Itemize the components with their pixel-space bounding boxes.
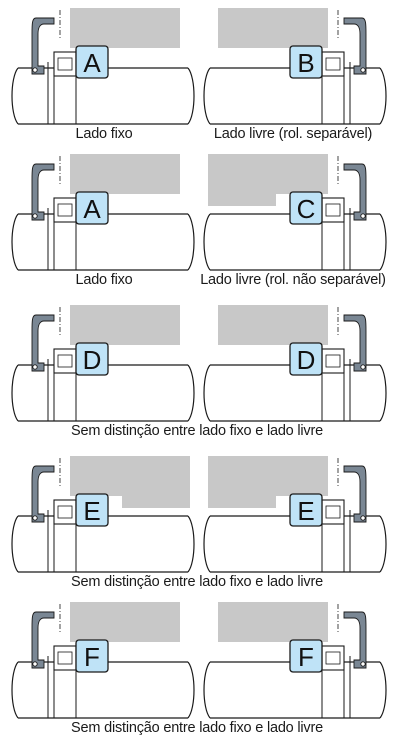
housing — [218, 602, 328, 642]
arrangement-symbol-label: B — [297, 48, 314, 78]
arrangement-symbol-label: E — [297, 496, 314, 526]
bearing-panel-left: F — [11, 602, 195, 719]
caption-label: Lado fixo — [75, 272, 133, 288]
end-cover — [31, 163, 55, 221]
end-cover — [343, 465, 367, 523]
bearing-assembly — [11, 305, 195, 422]
arrangement-symbol-label: F — [298, 642, 314, 672]
bearing — [53, 348, 77, 421]
caption-label: Sem distinção entre lado fixo e lado liv… — [71, 720, 323, 736]
shaft — [203, 359, 387, 422]
housing — [218, 305, 328, 345]
bearing — [53, 51, 77, 124]
arrangement-symbol-label: E — [83, 496, 100, 526]
bearing-panel-right: E — [203, 456, 387, 573]
bearing — [321, 51, 345, 124]
housing — [70, 154, 180, 194]
bearing-assembly — [11, 8, 195, 125]
arrangement-symbol-box: A — [75, 45, 109, 79]
end-cover — [343, 314, 367, 372]
housing — [70, 8, 180, 48]
housing — [218, 8, 328, 48]
bearing-assembly — [11, 602, 195, 719]
arrangement-symbol-box: B — [289, 45, 323, 79]
caption-label: Lado livre (rol. separável) — [213, 126, 373, 142]
arrangement-symbol-label: C — [297, 194, 316, 224]
arrangement-symbol-label: F — [84, 642, 100, 672]
caption-label: Sem distinção entre lado fixo e lado liv… — [71, 423, 323, 439]
housing — [70, 602, 180, 642]
caption-label: Lado fixo — [75, 126, 133, 142]
bearing — [53, 645, 77, 718]
bearing-panel-left: D — [11, 305, 195, 422]
arrangement-symbol-label: D — [297, 345, 316, 375]
bearing — [321, 197, 345, 270]
housing — [70, 305, 180, 345]
bearing-panel-left: A — [11, 8, 195, 125]
arrangement-symbol-box: A — [75, 191, 109, 225]
bearing — [53, 197, 77, 270]
arrangement-symbol-box: C — [289, 191, 323, 225]
arrangement-symbol-label: D — [83, 345, 102, 375]
bearing-panel-right: F — [203, 602, 387, 719]
end-cover — [31, 17, 55, 75]
bearing — [321, 645, 345, 718]
end-cover — [343, 163, 367, 221]
arrangement-symbol-box: D — [75, 342, 109, 376]
arrangement-symbol-box: E — [75, 493, 109, 527]
bearing-assembly — [203, 8, 387, 125]
arrangement-symbol-label: A — [83, 48, 101, 78]
end-cover — [31, 465, 55, 523]
bearing — [53, 499, 77, 572]
end-cover — [31, 314, 55, 372]
end-cover — [343, 17, 367, 75]
bearing-panel-right: D — [203, 305, 387, 422]
bearing-panel-left: A — [11, 154, 195, 271]
end-cover — [31, 611, 55, 669]
bearing-panel-left: E — [11, 456, 195, 573]
bearing-panel-right: C — [203, 154, 387, 271]
bearing — [321, 499, 345, 572]
bearing — [321, 348, 345, 421]
arrangement-symbol-label: A — [83, 194, 101, 224]
arrangement-symbol-box: E — [289, 493, 323, 527]
arrangement-symbol-box: D — [289, 342, 323, 376]
bearing-assembly — [11, 154, 195, 271]
bearing-panel-right: B — [203, 8, 387, 125]
arrangement-symbol-box: F — [75, 639, 109, 673]
shaft — [11, 656, 195, 719]
end-cover — [343, 611, 367, 669]
caption-label: Sem distinção entre lado fixo e lado liv… — [71, 574, 323, 590]
bearing-assembly — [203, 602, 387, 719]
caption-label: Lado livre (rol. não separável) — [200, 272, 386, 288]
arrangement-symbol-box: F — [289, 639, 323, 673]
